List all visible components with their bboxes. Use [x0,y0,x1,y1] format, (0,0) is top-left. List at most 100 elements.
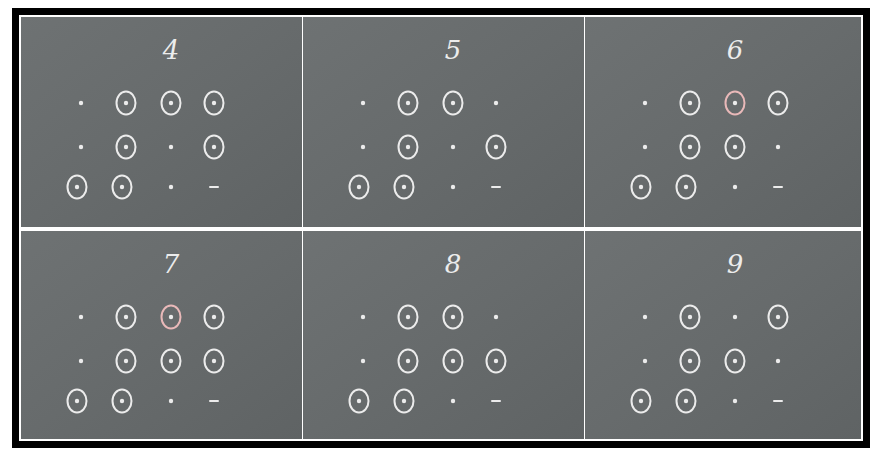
chalk-dot [639,185,643,189]
panel-number: 8 [445,251,462,277]
chalk-dot [75,399,79,403]
chalk-dot [684,399,688,403]
chalk-dot [688,315,692,319]
chalk-dot [451,185,455,189]
chalkboard [303,17,584,227]
chalk-dot [212,145,216,149]
chalk-circle [117,350,136,373]
chalk-dot [124,145,128,149]
panel-number: 6 [727,37,744,63]
chalk-dot [406,315,410,319]
board-panel [585,231,861,439]
chalk-dot [688,359,692,363]
chalk-circle [117,306,136,329]
chalk-circle [399,350,418,373]
chalk-circle [677,176,696,199]
chalk-circle [68,390,87,413]
chalk-dash [210,186,218,188]
chalk-dash [492,186,500,188]
panel-number: 5 [445,37,462,63]
chalk-dot [169,145,173,149]
chalk-dot [494,359,498,363]
chalk-dot [169,399,173,403]
chalk-dash [210,400,218,402]
chalk-circle [726,92,745,115]
chalk-dot [733,399,737,403]
chalk-dot [361,315,365,319]
chalk-circle [681,350,700,373]
chalk-dot [169,359,173,363]
chalk-dash [774,186,782,188]
chalk-circle [113,390,132,413]
chalk-dot [406,359,410,363]
board-panel [585,17,861,227]
chalk-dot [402,399,406,403]
chalk-circle [726,136,745,159]
chalk-dot [494,315,498,319]
chalk-circle [113,176,132,199]
panels [21,17,861,439]
chalk-circle [162,92,181,115]
chalk-circle [681,92,700,115]
chalk-dot [357,185,361,189]
chalk-dot [406,101,410,105]
chalk-dot [639,399,643,403]
chalk-circle [681,306,700,329]
chalk-dot [357,399,361,403]
chalkboard [21,17,302,227]
chalk-circle [162,350,181,373]
chalk-dot [406,145,410,149]
chalk-dot [79,315,83,319]
chalk-dot [212,315,216,319]
panel-number: 9 [727,251,744,277]
chalk-dot [776,145,780,149]
chalk-dot [643,145,647,149]
chalk-dot [688,101,692,105]
chalk-circle [162,306,181,329]
chalk-dot [120,185,124,189]
panel-number: 4 [163,37,180,63]
chalk-dot [361,145,365,149]
chalk-circle [350,176,369,199]
chalk-circle [205,92,224,115]
chalkboard [303,231,584,439]
chalk-circle [444,306,463,329]
chalk-circle [68,176,87,199]
chalk-dot [79,359,83,363]
chalk-circle [350,390,369,413]
chalk-dot [451,145,455,149]
chalk-circle [726,350,745,373]
chalk-dot [124,359,128,363]
chalk-dot [124,315,128,319]
chalk-dot [79,145,83,149]
outer-frame [12,8,870,448]
board-panel [21,17,302,227]
chalk-dot [361,359,365,363]
chalk-dot [402,185,406,189]
chalk-circle [681,136,700,159]
chalk-dot [75,185,79,189]
chalk-circle [205,306,224,329]
chalk-circle [769,92,788,115]
chalk-dot [124,101,128,105]
chalk-circle [632,176,651,199]
chalkboard [585,231,861,439]
chalk-circle [117,92,136,115]
chalk-circle [677,390,696,413]
chalk-dot [776,101,780,105]
chalk-dot [212,101,216,105]
chalk-circle [395,176,414,199]
chalk-dot [169,315,173,319]
chalk-dot [212,359,216,363]
inner-frame [19,15,863,441]
chalk-dot [169,185,173,189]
chalkboard [21,231,302,439]
chalk-circle [399,92,418,115]
board-panel [303,17,584,227]
chalk-dot [494,101,498,105]
chalk-dot [169,101,173,105]
chalk-dash [774,400,782,402]
chalk-circle [487,136,506,159]
chalk-circle [117,136,136,159]
chalk-circle [632,390,651,413]
